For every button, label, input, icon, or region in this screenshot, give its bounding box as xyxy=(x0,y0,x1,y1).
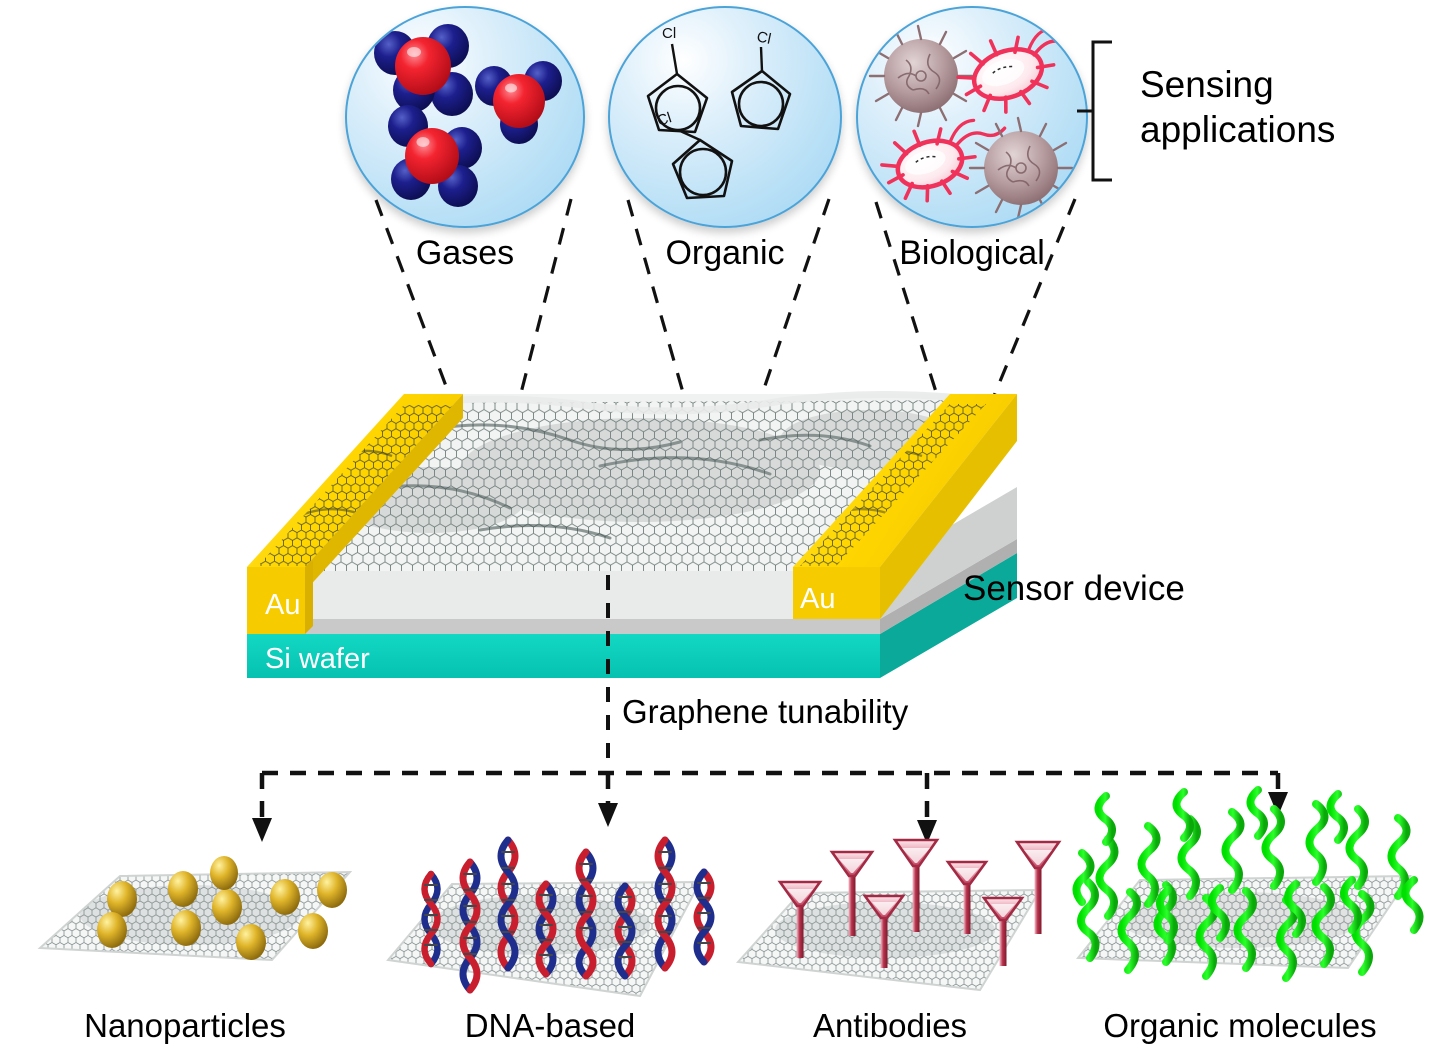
bubble-label-gases: Gases xyxy=(415,234,515,272)
bubble-biological[interactable] xyxy=(856,6,1088,228)
panel-label-organic-molecules: Organic molecules xyxy=(1103,1007,1377,1044)
cl-label-3: Cl xyxy=(655,109,674,130)
electrode-label-right-text: Au xyxy=(800,583,835,615)
dielectric-front-face xyxy=(247,567,880,619)
bubble-label-organic: Organic xyxy=(665,234,785,272)
gas-molecule-1 xyxy=(374,24,473,116)
cl-label-1: Cl xyxy=(662,25,676,42)
bubble-label-biological: Biological xyxy=(899,234,1045,272)
panel-label-antibodies: Antibodies xyxy=(812,1007,968,1044)
bubble-organic[interactable]: Cl Cl Cl xyxy=(608,6,842,228)
benzene-ring-2 xyxy=(730,46,792,131)
gas-molecule-2 xyxy=(475,61,562,144)
gas-molecules-graphic xyxy=(374,24,562,207)
sensing-line-2: applications xyxy=(1140,109,1336,151)
panel-label-nanoparticles: Nanoparticles xyxy=(84,1007,286,1044)
silicon-right-face xyxy=(880,553,1017,678)
electrode-label-left-text: Au xyxy=(265,589,300,621)
cl-label-2: Cl xyxy=(755,28,772,48)
bacterium-2 xyxy=(880,118,1007,203)
graphene-tunability-label: Graphene tunability xyxy=(622,693,909,730)
panel-label-dna: DNA-based xyxy=(464,1007,636,1044)
gas-molecule-3 xyxy=(388,105,482,207)
branch-arrowheads xyxy=(252,792,1288,844)
chlorobenzene-graphic: Cl Cl Cl xyxy=(646,25,792,200)
oxide-thin-front xyxy=(247,619,880,634)
sensor-device-caption: Sensor device xyxy=(963,569,1185,608)
oxide-thin-right xyxy=(880,539,1017,634)
substrate-label-text: Si wafer xyxy=(265,643,370,675)
electrode-right xyxy=(793,394,1017,619)
sensing-applications-label: Sensing applications xyxy=(1140,62,1410,152)
silicon-front-face xyxy=(247,634,880,678)
bacterium-1 xyxy=(956,26,1084,114)
virus-1 xyxy=(868,24,974,128)
antibodies xyxy=(777,838,1062,968)
bubble-gases[interactable] xyxy=(345,6,585,228)
benzene-ring-3 xyxy=(671,128,734,200)
gold-nanoparticles xyxy=(97,856,347,960)
dna-helices xyxy=(421,836,715,994)
dielectric-right-face xyxy=(880,487,1017,619)
organic-chains xyxy=(1072,786,1424,982)
sensing-line-1: Sensing xyxy=(1140,64,1274,105)
